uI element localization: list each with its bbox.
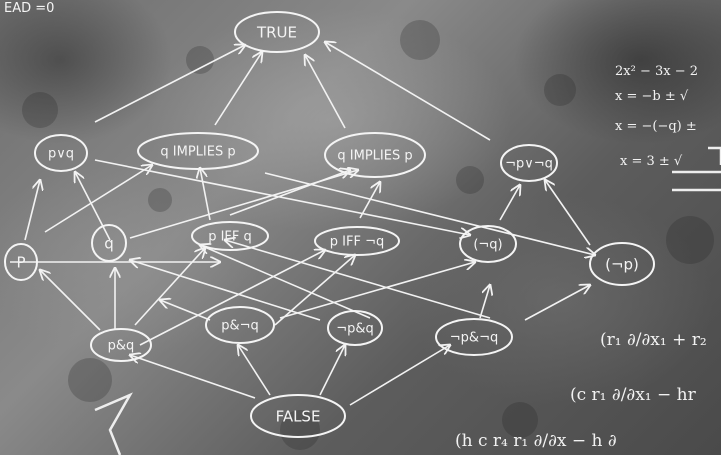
formula-line-5: (r₁ ∂/∂x₁ + r₂ — [600, 330, 707, 350]
node-p-iff-notq — [314, 226, 400, 256]
node-q-implies-p-2 — [324, 132, 426, 178]
label-notp-and-notq: ¬p&¬q — [450, 331, 498, 346]
node-q — [91, 224, 127, 262]
formula-line-2: x = −b ± √ — [615, 89, 689, 104]
node-p-and-q — [90, 328, 152, 362]
label-false: FALSE — [276, 408, 321, 426]
formula-line-1: 2x² − 3x − 2 — [615, 64, 698, 79]
formula-line-4: x = 3 ± √ — [620, 154, 683, 169]
label-p-or-q: p∨q — [48, 147, 74, 162]
node-q-implies-p — [137, 132, 259, 170]
chalk-texture — [22, 20, 714, 450]
formula-line-6: (c r₁ ∂/∂x₁ − hr — [570, 385, 697, 405]
node-p — [4, 243, 38, 281]
graph-nodes — [4, 11, 655, 438]
node-p-and-notq — [205, 306, 275, 344]
label-p: P — [16, 254, 25, 272]
node-notq — [459, 225, 517, 263]
corner-text: EAD =0 — [4, 1, 54, 16]
formula-block: 2x² − 3x − 2 x = −b ± √ x = −(−q) ± x = … — [455, 64, 707, 451]
node-notp — [589, 242, 655, 286]
label-notp-and-q: ¬p&q — [336, 322, 374, 337]
label-notq: (¬q) — [473, 238, 502, 253]
node-notp-and-notq — [435, 318, 513, 356]
label-notp-or-notq: ¬p∨¬q — [505, 157, 553, 172]
node-p-or-q — [34, 134, 88, 172]
node-notp-or-notq — [500, 144, 558, 182]
formula-line-3: x = −(−q) ± — [615, 119, 697, 134]
label-q: q — [104, 235, 114, 253]
label-p-and-notq: p&¬q — [221, 319, 259, 334]
label-p-and-q: p&q — [108, 339, 135, 354]
node-p-iff-q — [191, 221, 269, 251]
label-q-implies-p: q IMPLIES p — [160, 145, 235, 160]
chalk-strokes — [94, 146, 721, 455]
graph-edges — [10, 42, 595, 406]
node-true — [234, 11, 320, 53]
node-false — [250, 394, 346, 438]
formula-line-7: (h c r₄ r₁ ∂/∂x − h ∂ — [455, 431, 617, 451]
label-true: TRUE — [256, 24, 297, 42]
label-notp: (¬p) — [605, 256, 639, 274]
node-notp-and-q — [327, 310, 383, 346]
label-p-iff-q: p IFF q — [208, 230, 252, 245]
label-q-implies-p-2: q IMPLIES p — [337, 149, 412, 164]
label-p-iff-notq: p IFF ¬q — [330, 235, 384, 250]
